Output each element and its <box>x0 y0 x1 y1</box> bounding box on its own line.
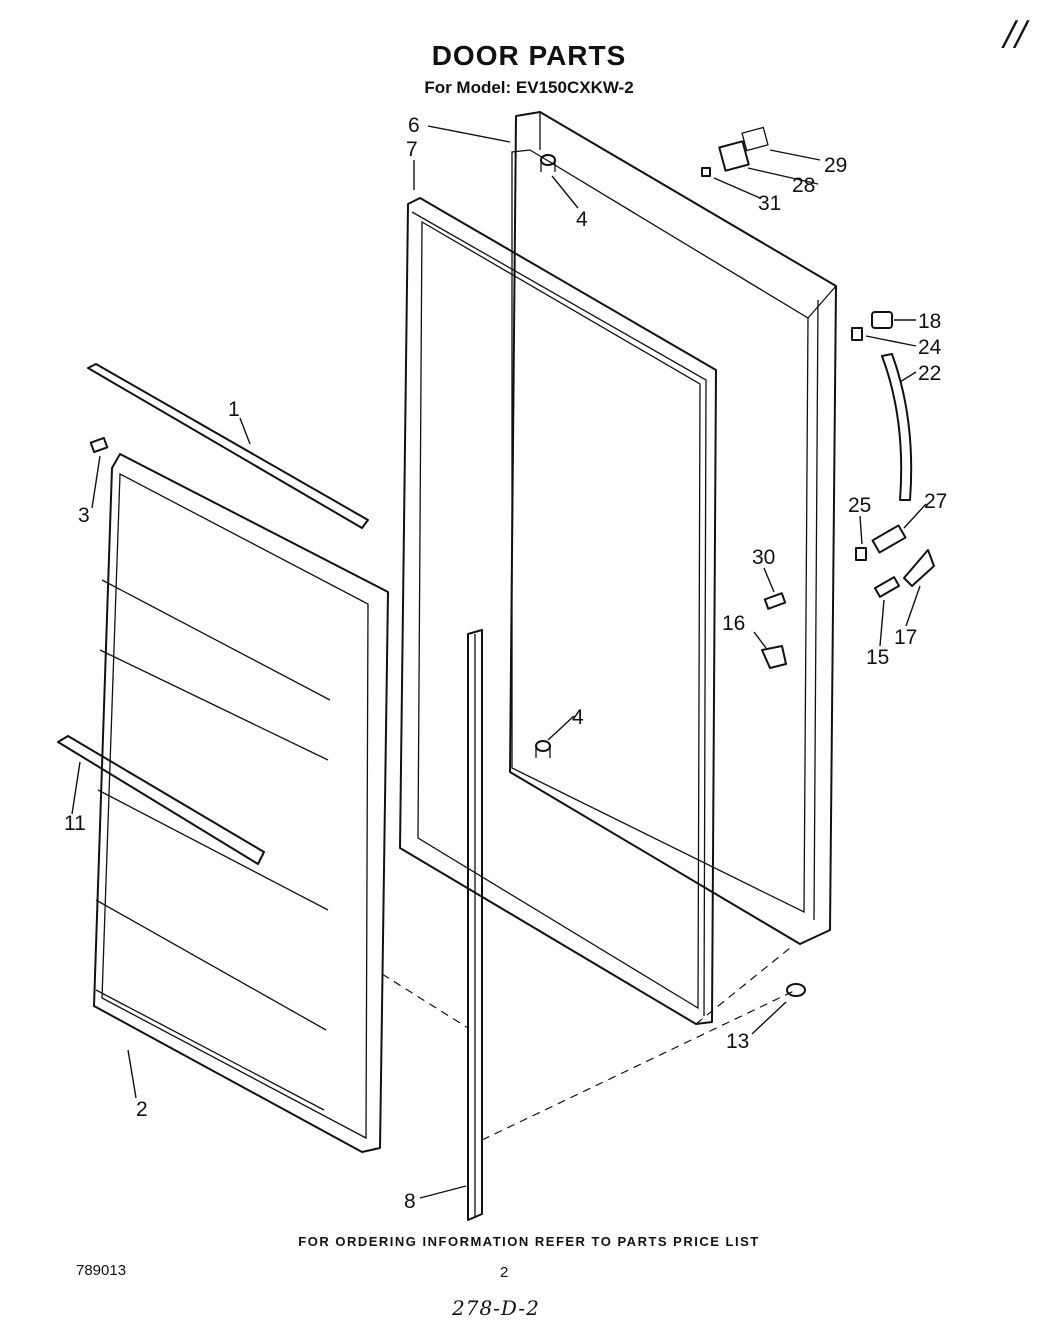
callout-6: 6 <box>408 114 420 137</box>
handwritten-note: 278-D-2 <box>452 1296 540 1320</box>
callout-11: 11 <box>64 812 86 835</box>
callout-30: 30 <box>752 546 775 569</box>
callout-1: 1 <box>228 398 240 421</box>
alignment-line-lower <box>481 989 797 1141</box>
callout-7: 7 <box>406 138 418 161</box>
part-6-door-frame <box>509 111 837 945</box>
part-8-breaker-strip <box>467 629 483 1221</box>
callout-16: 16 <box>722 612 745 635</box>
callout-4-top: 4 <box>576 208 588 231</box>
callout-13: 13 <box>726 1030 749 1053</box>
callout-27: 27 <box>924 490 947 513</box>
part-27-hinge-pin <box>871 524 907 554</box>
part-4-bushing-top <box>540 154 556 172</box>
part-11-shelf-bar <box>57 735 265 865</box>
document-number: 789013 <box>76 1262 127 1279</box>
part-25-washer <box>855 547 867 561</box>
part-7-door-gasket <box>399 197 717 1025</box>
part-22-handle-seal <box>881 353 913 501</box>
callout-31: 31 <box>758 192 781 215</box>
callout-25: 25 <box>848 494 871 517</box>
part-31-spacer <box>701 167 711 177</box>
part-2-door-liner <box>93 453 389 1153</box>
part-13-foot <box>786 983 806 997</box>
alignment-line-upper <box>381 973 469 1029</box>
ordering-note: FOR ORDERING INFORMATION REFER TO PARTS … <box>298 1234 760 1249</box>
alignment-line-bottom <box>695 947 791 1025</box>
part-4-bushing-bottom <box>535 740 551 758</box>
callout-2: 2 <box>136 1098 148 1121</box>
callout-22: 22 <box>918 362 941 385</box>
callout-15: 15 <box>866 646 889 669</box>
part-28-cover <box>718 140 750 172</box>
part-29-badge <box>741 126 769 152</box>
part-3-screw <box>89 436 109 454</box>
callout-8: 8 <box>404 1190 416 1213</box>
part-1-top-trim <box>87 363 369 529</box>
part-24-washer <box>851 327 863 341</box>
model-line: For Model: EV150CXKW-2 <box>424 78 634 97</box>
callout-17: 17 <box>894 626 917 649</box>
callout-28: 28 <box>792 174 815 197</box>
callout-24: 24 <box>918 336 942 359</box>
callout-29: 29 <box>824 154 847 177</box>
part-15-shaft <box>873 576 901 598</box>
corner-mark: // <box>1004 14 1027 54</box>
callout-4-bottom: 4 <box>572 706 584 729</box>
part-16-clip <box>761 645 787 669</box>
part-18-plug <box>871 311 893 329</box>
callout-3: 3 <box>78 504 90 527</box>
page-title: DOOR PARTS <box>431 40 627 71</box>
callout-18: 18 <box>918 310 941 333</box>
leader-lines <box>71 125 927 1199</box>
part-30-screw <box>763 592 787 610</box>
page-number: 2 <box>500 1264 509 1281</box>
part-17-handle <box>903 549 935 587</box>
